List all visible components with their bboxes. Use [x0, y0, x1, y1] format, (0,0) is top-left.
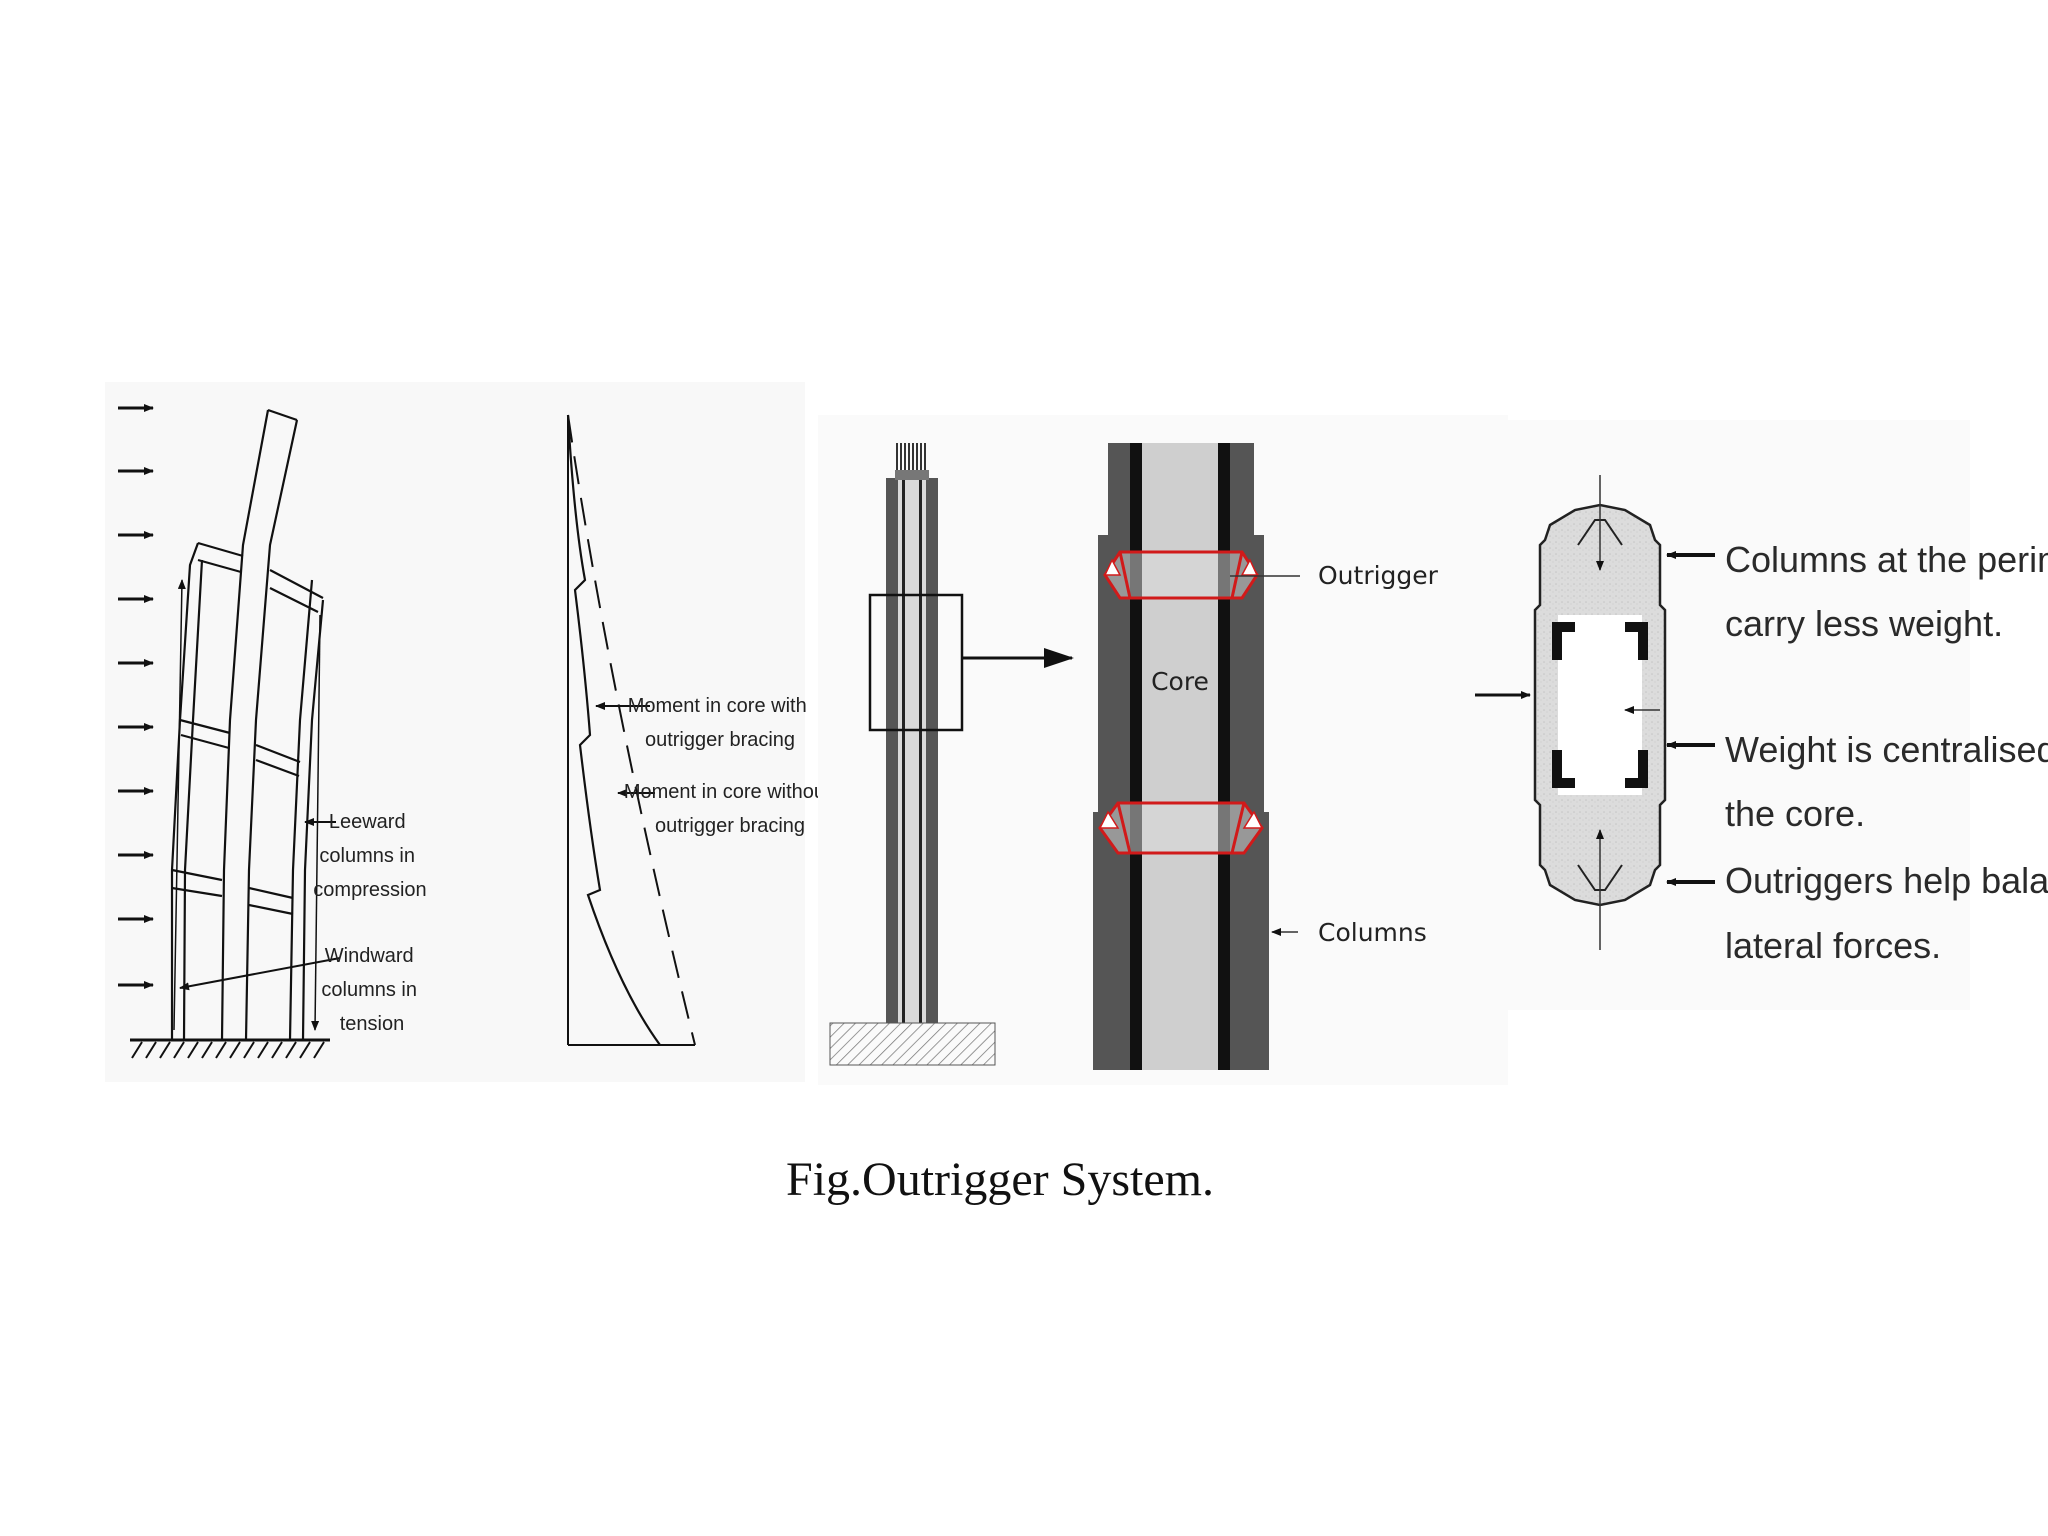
frame-panel: Leeward columns in compression Windward … [105, 382, 805, 1082]
windward-column-inner [182, 559, 204, 1041]
windward-label: Windward columns in tension [321, 945, 422, 1035]
tower-foundation [829, 1022, 996, 1066]
leeward-label: Leeward columns in compression [313, 811, 426, 901]
core-right-edge [244, 419, 299, 1041]
outrigger-label: Outrigger [1318, 561, 1439, 590]
leeward-column [301, 599, 325, 1041]
figure-caption: Fig.Outrigger System. [786, 1153, 1214, 1206]
plan-core-void [1558, 615, 1642, 795]
core-corner-column [1552, 622, 1575, 660]
tension-force-line [173, 579, 186, 1031]
outrigger-node [1103, 558, 1122, 576]
moment-without-label: Moment in core without outrigger bracing [624, 781, 836, 837]
moment-without-outrigger-curve [567, 414, 696, 1046]
tower-core-line [919, 478, 922, 1023]
core-corner-column [1625, 622, 1648, 660]
outrigger-diagonal [1230, 551, 1244, 599]
leeward-column-inner [288, 579, 314, 1041]
outrigger-node [1242, 810, 1264, 829]
wind-load-arrows [118, 404, 154, 989]
moment-panel: Moment in core with outrigger bracing Mo… [566, 414, 836, 1046]
plan-note-line: carry less weight. [1725, 603, 2003, 644]
tower-panel: Core Outrigger Columns [818, 415, 1508, 1085]
tower-top-cap [895, 470, 929, 480]
moment-with-outrigger-curve [566, 414, 661, 1046]
plan-note-line: Outriggers help balancing [1725, 860, 2048, 901]
outrigger-node [1098, 810, 1120, 829]
detail-selection-box [868, 593, 964, 732]
plan-note-line: Weight is centralised to [1725, 729, 2048, 770]
core-top [267, 408, 298, 422]
outrigger-diagonal [1230, 802, 1246, 854]
moment-with-label: Moment in core with outrigger bracing [628, 695, 813, 751]
outrigger-lower [1098, 801, 1264, 855]
outrigger-node [1240, 558, 1259, 576]
floor-plan [1475, 475, 1667, 950]
tower-elevation [829, 443, 1074, 1066]
plan-panel: Columns at the perimeter carry less weig… [1475, 420, 2048, 1010]
outrigger-diagonal [1118, 551, 1132, 599]
floor-beam [248, 886, 294, 916]
plan-note-line: the core. [1725, 793, 1865, 834]
windward-pointer [179, 957, 341, 991]
floor-beam [255, 743, 301, 778]
ground-hatch [130, 1038, 330, 1059]
outrigger-top-left [197, 541, 244, 574]
floor-beam [171, 868, 223, 898]
ground-hatching [131, 1041, 325, 1059]
tower-core-line [902, 478, 905, 1023]
detail-core-wall-right [1218, 443, 1230, 1070]
core-left-edge [220, 409, 270, 1041]
core-corner-column [1625, 750, 1648, 788]
detail-core [1130, 443, 1230, 1070]
detail-core-wall-left [1130, 443, 1142, 1070]
core-label: Core [1151, 667, 1209, 696]
columns-label: Columns [1318, 918, 1427, 947]
outrigger-top-right [269, 569, 324, 613]
floor-beam [179, 718, 231, 750]
core-corner-column [1552, 750, 1575, 788]
plan-note-line: lateral forces. [1725, 925, 1941, 966]
outrigger-upper [1103, 550, 1259, 600]
plan-notes: Columns at the perimeter [1725, 539, 2048, 580]
tower-spire [896, 443, 926, 475]
tower-detail: Core Outrigger Columns [1093, 443, 1439, 1070]
frame-panel-background [105, 382, 805, 1082]
outrigger-diagonal [1116, 802, 1132, 854]
